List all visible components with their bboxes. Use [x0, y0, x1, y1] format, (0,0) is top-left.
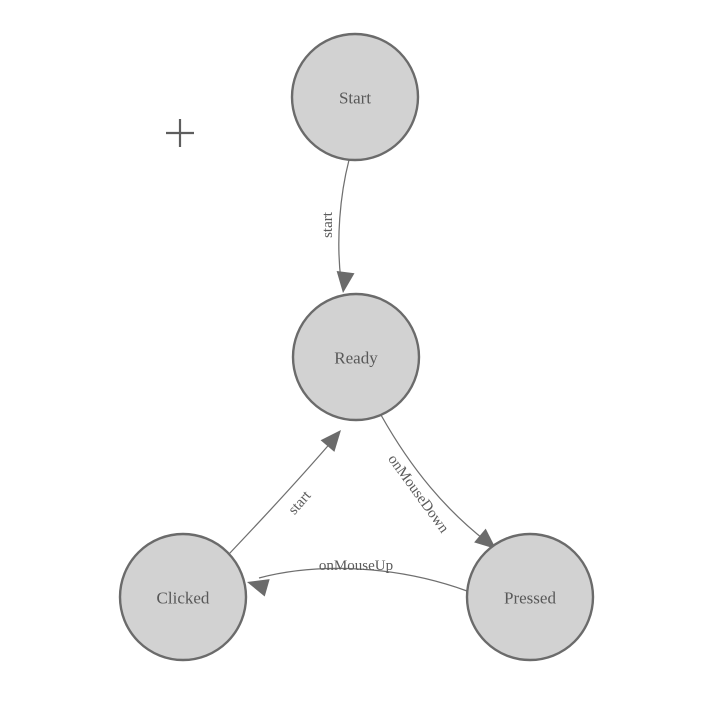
- edge-line: [228, 439, 334, 555]
- edge-arrowhead: [247, 579, 270, 597]
- node-circle-pressed[interactable]: [465, 532, 595, 662]
- edge-line: [258, 567, 468, 592]
- edge-line: [338, 159, 350, 282]
- edge-arrowhead: [320, 430, 341, 452]
- node-ready[interactable]: Ready: [291, 292, 421, 422]
- edge-label-start-to-ready: start: [320, 211, 336, 238]
- node-label-pressed: Pressed: [504, 589, 556, 608]
- node-circle-clicked[interactable]: [118, 532, 248, 662]
- crosshair-marker: [166, 119, 194, 147]
- edge-label-pressed-to-clicked: onMouseUp: [319, 558, 393, 574]
- edge-pressed-to-clicked[interactable]: onMouseUp: [245, 558, 468, 597]
- edge-clicked-to-ready[interactable]: start: [228, 424, 348, 555]
- node-circle-ready[interactable]: [291, 292, 421, 422]
- edge-ready-to-pressed[interactable]: onMouseDown: [380, 414, 502, 556]
- edge-arrowhead: [336, 271, 355, 293]
- node-pressed[interactable]: Pressed: [465, 532, 595, 662]
- edge-arrowhead: [474, 528, 496, 549]
- node-start[interactable]: Start: [290, 32, 420, 162]
- node-circle-start[interactable]: [290, 32, 420, 162]
- node-label-ready: Ready: [334, 349, 378, 368]
- edge-label-clicked-to-ready: start: [285, 487, 315, 518]
- edge-label-ready-to-pressed: onMouseDown: [384, 452, 452, 537]
- edge-line: [380, 414, 488, 543]
- markers-layer: [166, 119, 194, 147]
- node-clicked[interactable]: Clicked: [118, 532, 248, 662]
- node-label-start: Start: [339, 89, 371, 108]
- node-label-clicked: Clicked: [157, 589, 210, 608]
- edge-start-to-ready[interactable]: start: [320, 159, 355, 294]
